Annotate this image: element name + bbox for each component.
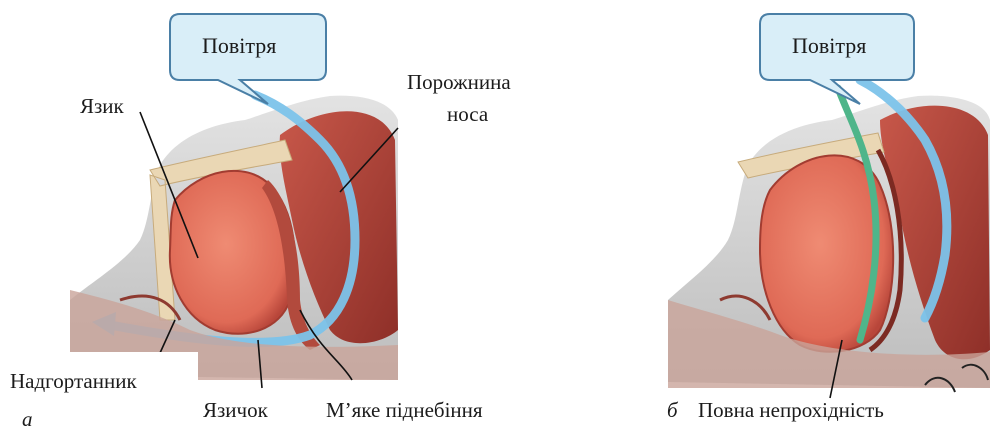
panel-b-letter: б <box>667 398 678 423</box>
epiglottis-label: Надгортанник <box>10 369 137 394</box>
panel-a-illustration <box>0 14 398 400</box>
bubble-label-b: Повітря <box>792 33 866 59</box>
nasal-cavity-label-line1: Порожнина <box>407 70 511 95</box>
uvula-label: Язичок <box>203 398 268 423</box>
panel-b-illustration <box>668 14 990 398</box>
nasal-cavity-label-line2: носа <box>447 102 488 127</box>
air-bubble-a <box>170 14 326 104</box>
panel-a-letter: а <box>22 407 33 432</box>
soft-palate-label: М’яке піднебіння <box>326 398 483 423</box>
obstruction-caption: Повна непрохідність <box>698 398 884 423</box>
tongue-label: Язик <box>80 94 124 119</box>
bubble-label-a: Повітря <box>202 33 276 59</box>
air-bubble-b <box>760 14 914 104</box>
